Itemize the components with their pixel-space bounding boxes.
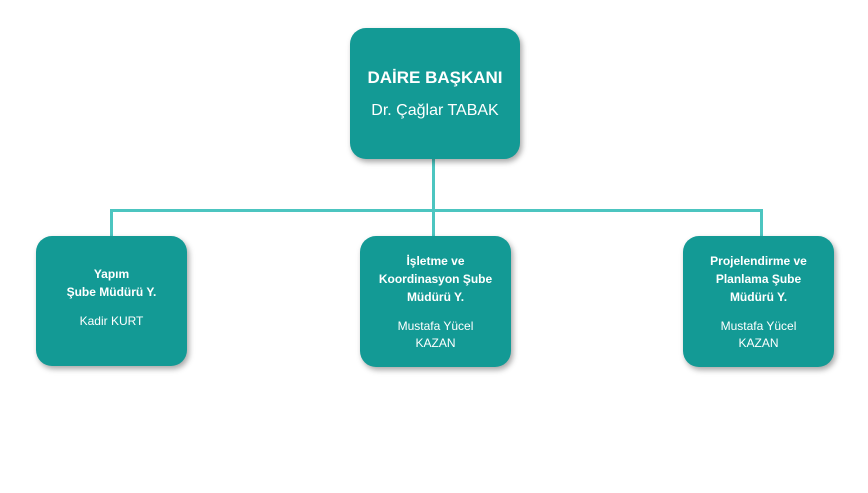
unit-box-projelendirme: Projelendirme ve Planlama Şube Müdürü Y.…: [683, 236, 834, 367]
head-name: Dr. Çağlar TABAK: [371, 101, 499, 119]
unit-person-line: KAZAN: [415, 335, 456, 350]
unit-person-line: Mustafa Yücel: [720, 318, 797, 333]
unit-title-line: Projelendirme ve: [710, 253, 807, 268]
unit-person: Mustafa Yücel KAZAN: [721, 318, 797, 352]
unit-title: İşletme ve Koordinasyon Şube Müdürü Y.: [379, 252, 492, 306]
unit-box-isletme: İşletme ve Koordinasyon Şube Müdürü Y. M…: [360, 236, 511, 367]
connector-head-vertical: [432, 157, 435, 212]
unit-person-line: Mustafa Yücel: [397, 318, 474, 333]
connector-left-vertical: [110, 209, 113, 237]
unit-title: Projelendirme ve Planlama Şube Müdürü Y.: [710, 252, 807, 306]
unit-box-yapim: Yapım Şube Müdürü Y. Kadir KURT: [36, 236, 187, 366]
unit-title-line: Müdürü Y.: [406, 289, 465, 304]
unit-title-line: Şube Müdürü Y.: [66, 284, 157, 299]
unit-title-line: Koordinasyon Şube: [378, 271, 493, 286]
unit-person: Kadir KURT: [80, 313, 144, 330]
unit-person: Mustafa Yücel KAZAN: [398, 318, 474, 352]
unit-title-line: Yapım: [93, 266, 130, 281]
connector-middle-vertical: [432, 209, 435, 237]
org-head-box: DAİRE BAŞKANI Dr. Çağlar TABAK: [350, 28, 520, 159]
unit-title: Yapım Şube Müdürü Y.: [67, 265, 157, 301]
connector-right-vertical: [760, 209, 763, 237]
unit-title-line: İşletme ve: [406, 253, 465, 268]
unit-person-line: KAZAN: [738, 335, 779, 350]
unit-title-line: Müdürü Y.: [729, 289, 788, 304]
head-title: DAİRE BAŞKANI: [367, 67, 503, 87]
unit-title-line: Planlama Şube: [715, 271, 802, 286]
unit-person-line: Kadir KURT: [79, 313, 144, 328]
connector-horizontal: [110, 209, 763, 212]
